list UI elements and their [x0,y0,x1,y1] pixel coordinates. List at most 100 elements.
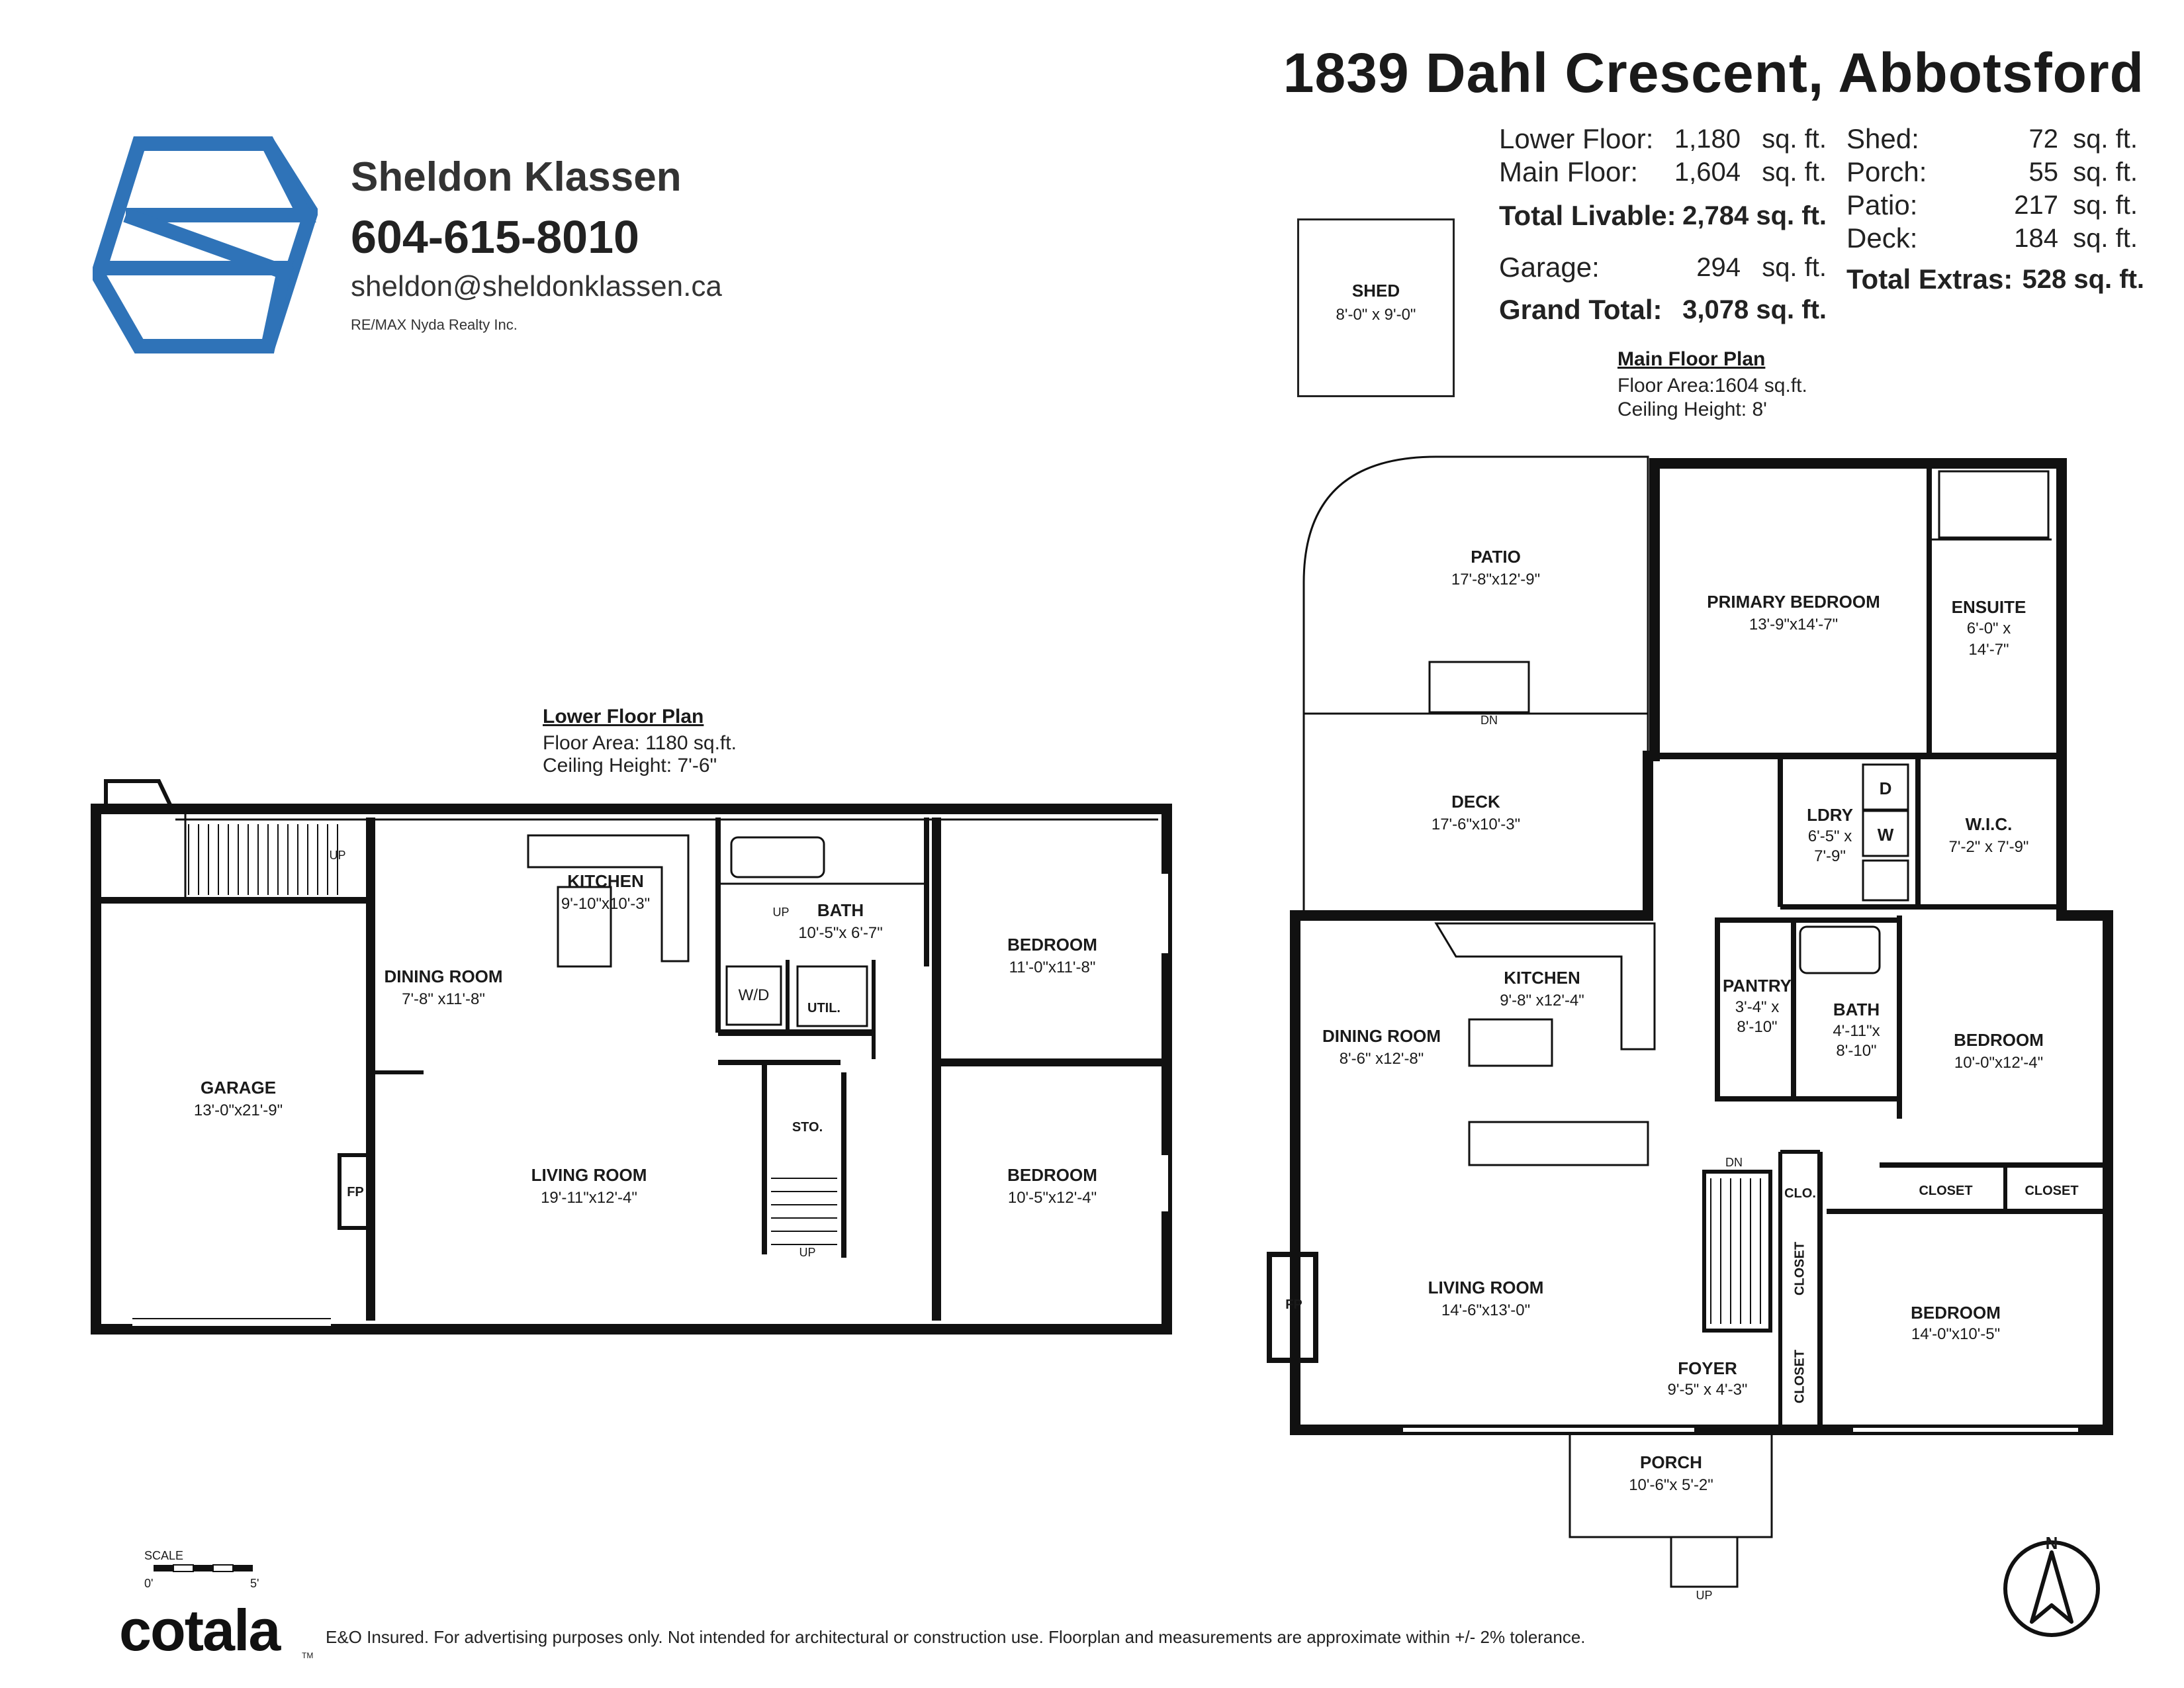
agent-email[interactable]: sheldon@sheldonklassen.ca [351,270,722,303]
ensuite-dims-1: 6'-0" x [1966,620,2011,637]
unit-label: sq. ft. [2073,191,2138,220]
main-kitchen-name: KITCHEN [1504,968,1580,988]
garage-name: GARAGE [200,1078,277,1098]
garage-dims: 13'-0"x21'-9" [193,1102,283,1119]
pantry-dims-2: 8'-10" [1737,1018,1778,1036]
main-plan-heading: Main Floor Plan [1617,348,1766,370]
lower-living-dims: 19'-11"x12'-4" [541,1189,637,1207]
washer-label: W [1877,825,1894,845]
deck-dn-label: DN [1480,714,1498,727]
main-bedroom1-name: BEDROOM [1954,1030,2044,1050]
main-bedroom1-dims: 10'-0"x12'-4" [1954,1054,2044,1072]
shed-outline [1297,218,1455,397]
scale-min-label: 0' [144,1577,154,1590]
deck-label: Deck: [1846,222,1918,254]
wic-name: W.I.C. [1965,814,2013,834]
lower-dining-dims: 7'-8" x11'-8" [402,990,485,1008]
lower-stairs-up-label: UP [329,849,346,862]
primary-bedroom-dims: 13'-9"x14'-7" [1749,616,1839,633]
main-fireplace-label: FP [1285,1297,1302,1312]
main-bath-name: BATH [1833,1000,1880,1019]
lower-bath-name: BATH [817,900,864,920]
main-plan-area: Floor Area:1604 sq.ft. [1617,375,1807,397]
shed-dims: 8'-0" x 9'-0" [1336,306,1416,324]
ldry-dims-1: 6'-5" x [1807,827,1852,845]
scale-label: SCALE [144,1549,184,1562]
deck-name: DECK [1451,792,1500,812]
compass-icon [2003,1540,2100,1637]
cotala-logo: cotala [119,1597,281,1663]
ldry-dims-2: 7'-9" [1814,847,1846,865]
main-floor-label: Main Floor: [1499,156,1639,187]
main-living-dims: 14'-6"x13'-0" [1441,1301,1531,1319]
closet-label-1: CLOSET [1919,1184,1973,1198]
agent-brokerage: RE/MAX Nyda Realty Inc. [351,316,518,333]
agent-name: Sheldon Klassen [351,154,682,200]
sk-logo-icon [93,136,318,353]
main-kitchen-dims: 9'-8" x12'-4" [1500,992,1584,1009]
closet-label-3: CLOSET [1792,1241,1807,1296]
ldry-name: LDRY [1807,805,1853,825]
scale-max-label: 5' [250,1577,259,1590]
cotala-trademark: TM [302,1651,314,1660]
main-floor-walls [1267,455,2113,1588]
wic-dims: 7'-2" x 7'-9" [1948,838,2029,856]
main-floor-value: 1,604 [1674,158,1741,187]
lower-bedroom1-dims: 11'-0"x11'-8" [1009,959,1096,976]
lower-plan-ceiling: Ceiling Height: 7'-6" [543,755,717,776]
main-bedroom2-name: BEDROOM [1911,1303,2001,1323]
lower-bedroom1-name: BEDROOM [1007,935,1097,955]
deck-dims: 17'-6"x10'-3" [1431,816,1521,833]
bath-up-label: UP [772,906,790,919]
patio-name: PATIO [1471,547,1521,567]
total-livable-value: 2,784 sq. ft. [1682,201,1827,230]
pantry-name: PANTRY [1723,976,1792,996]
unit-label: sq. ft. [2073,224,2138,253]
unit-label: sq. ft. [2073,124,2138,154]
porch-value: 55 [2028,158,2059,187]
lower-plan-heading: Lower Floor Plan [543,706,704,727]
total-extras-value: 528 sq. ft. [2022,265,2144,294]
dryer-label: D [1879,778,1892,798]
disclaimer-text: E&O Insured. For advertising purposes on… [326,1627,1586,1647]
ensuite-dims-2: 14'-7" [1968,641,2009,659]
porch-label: Porch: [1846,156,1927,187]
shed-value: 72 [2028,124,2059,154]
foyer-name: FOYER [1678,1358,1737,1378]
shed-name: SHED [1351,281,1400,301]
pantry-dims-1: 3'-4" x [1735,998,1780,1016]
patio-value: 217 [2014,191,2058,220]
main-living-name: LIVING ROOM [1428,1278,1544,1297]
lower-floor-value: 1,180 [1674,124,1741,154]
lower-bath-dims: 10'-5"x 6'-7" [798,924,883,942]
porch-dims: 10'-6"x 5'-2" [1629,1476,1713,1494]
unit-label: sq. ft. [1762,158,1827,187]
lower-kitchen-dims: 9'-10"x10'-3" [561,895,651,913]
washer-dryer-label: W/D [738,986,770,1004]
ensuite-name: ENSUITE [1951,597,2026,617]
closet-label-2: CLOSET [2025,1184,2079,1198]
property-address: 1839 Dahl Crescent, Abbotsford [1283,42,2144,104]
primary-bedroom-name: PRIMARY BEDROOM [1707,592,1880,612]
lower-plan-area: Floor Area: 1180 sq.ft. [543,732,737,754]
unit-label: sq. ft. [2073,158,2138,187]
total-livable-label: Total Livable: [1499,200,1676,231]
unit-label: sq. ft. [1762,253,1827,282]
unit-label: sq. ft. [1762,124,1827,154]
lower-living-name: LIVING ROOM [531,1165,647,1185]
compass-north-label: N [2045,1533,2058,1553]
agent-phone[interactable]: 604-615-8010 [351,211,639,263]
closet-label-4: CLOSET [1792,1349,1807,1404]
porch-up-label: UP [1696,1589,1713,1602]
main-bath-dims-1: 4'-11"x [1833,1022,1880,1040]
patio-dims: 17'-8"x12'-9" [1451,571,1541,588]
main-bath-dims-2: 8'-10" [1836,1042,1877,1060]
porch-name: PORCH [1640,1452,1702,1472]
main-plan-ceiling: Ceiling Height: 8' [1617,399,1767,420]
lower-dining-name: DINING ROOM [384,966,503,986]
lower-bedroom2-name: BEDROOM [1007,1165,1097,1185]
scale-bar-icon [154,1564,253,1572]
grand-total-label: Grand Total: [1499,294,1662,325]
lower-kitchen-name: KITCHEN [567,871,644,891]
